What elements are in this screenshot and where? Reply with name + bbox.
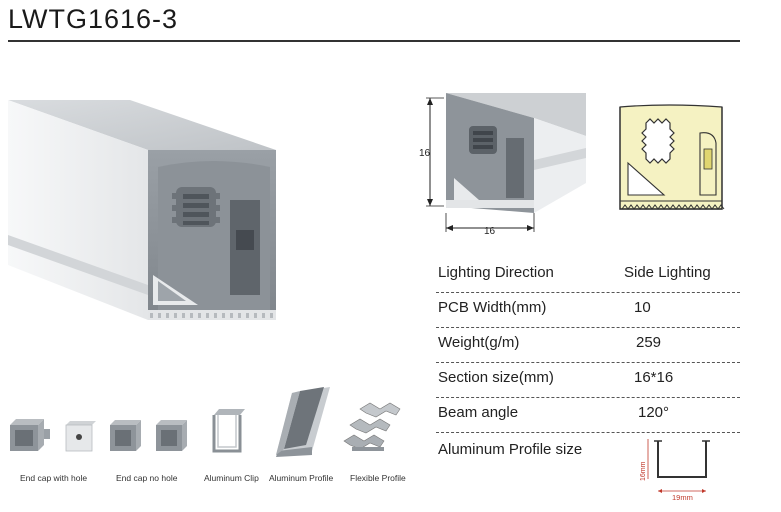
spec-label: Aluminum Profile size <box>438 441 583 458</box>
dimension-drawing: 16 16 <box>419 93 586 237</box>
spec-label: Section size(mm) <box>438 369 554 386</box>
width-dim-label: 16 <box>484 226 496 237</box>
accessory-images <box>10 387 401 457</box>
accessories-strip: End cap with hole End cap no hole Alumin… <box>0 385 430 505</box>
spec-table: Lighting Direction Side Lighting PCB Wid… <box>436 258 740 503</box>
spec-label: Beam angle <box>438 404 519 421</box>
aluminum-clip-image <box>212 409 245 453</box>
accessory-label-end-cap-with-hole: End cap with hole <box>20 473 88 483</box>
spec-value: Side Lighting <box>624 264 711 281</box>
spec-row-aluminum-profile: Aluminum Profile size 16mm 19mm <box>436 433 740 503</box>
accessory-label-aluminum-profile: Aluminum Profile <box>269 473 334 483</box>
spec-row-pcb-width: PCB Width(mm) 10 <box>436 293 740 328</box>
end-cap-with-hole-image <box>10 419 96 452</box>
spec-row-lighting-direction: Lighting Direction Side Lighting <box>436 258 740 293</box>
spec-value: 120° <box>638 404 670 421</box>
profile-width-label: 19mm <box>672 493 693 502</box>
spec-value: 16*16 <box>634 369 674 386</box>
aluminum-profile-image <box>276 387 330 457</box>
height-dim-label: 16 <box>419 148 431 159</box>
spec-label: Lighting Direction <box>438 264 554 281</box>
title-divider <box>8 40 740 42</box>
end-cap-no-hole-image <box>110 420 187 451</box>
spec-row-beam-angle: Beam angle 120° <box>436 398 740 433</box>
cross-section-glow-image <box>619 104 725 210</box>
spec-value: 259 <box>636 334 662 351</box>
accessory-label-flexible-profile: Flexible Profile <box>350 473 406 483</box>
accessory-label-aluminum-clip: Aluminum Clip <box>204 473 259 483</box>
spec-row-weight: Weight(g/m) 259 <box>436 328 740 363</box>
spec-value: 10 <box>634 299 651 316</box>
spec-label: Weight(g/m) <box>438 334 520 351</box>
spec-row-section-size: Section size(mm) 16*16 <box>436 363 740 398</box>
spec-label: PCB Width(mm) <box>438 299 547 316</box>
flexible-profile-image <box>343 402 401 451</box>
aluminum-profile-drawing: 16mm 19mm <box>640 439 710 502</box>
accessory-label-end-cap-no-hole: End cap no hole <box>116 473 178 483</box>
product-title: LWTG1616-3 <box>8 4 179 34</box>
product-3d-image <box>8 100 276 320</box>
profile-height-label: 16mm <box>640 461 647 481</box>
